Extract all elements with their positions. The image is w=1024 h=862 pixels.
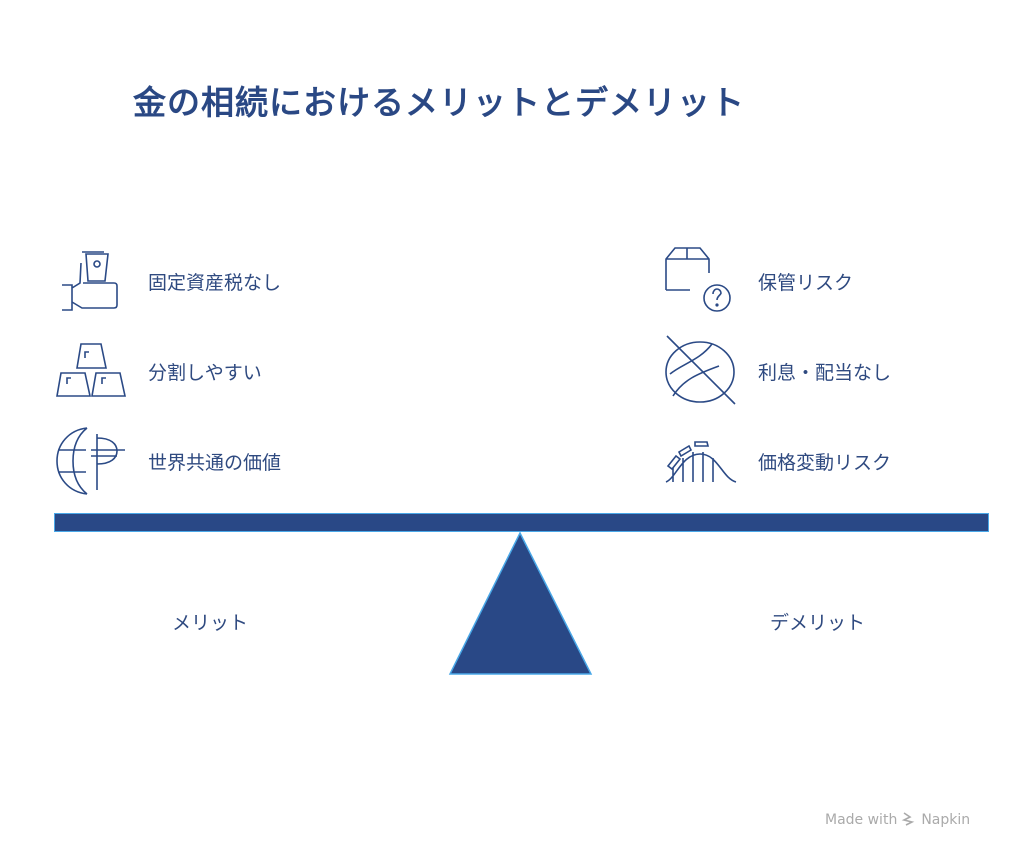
hand-holding-card-icon: [62, 251, 118, 311]
demerit-item-price-volatility: 価格変動リスク: [665, 424, 985, 494]
no-leaf-icon: [665, 335, 736, 405]
merits-side-label: メリット: [172, 612, 249, 634]
merit-label: 固定資産税なし: [148, 272, 282, 294]
demerit-item-no-interest: 利息・配当なし: [665, 334, 985, 405]
merit-label: 分割しやすい: [148, 362, 262, 384]
napkin-credit: Made with Napkin: [825, 811, 970, 828]
demerit-label: 価格変動リスク: [758, 452, 892, 474]
seesaw-fulcrum: [448, 531, 593, 675]
demerits-side-label: デメリット: [770, 612, 866, 634]
page-title: 金の相続におけるメリットとデメリット: [133, 83, 745, 122]
box-question-icon: [665, 247, 731, 312]
demerit-label: 利息・配当なし: [758, 362, 892, 384]
seesaw-beam: [54, 513, 989, 532]
merit-item-divisible: 分割しやすい: [55, 334, 375, 404]
gold-bars-icon: [56, 343, 126, 397]
merit-label: 世界共通の価値: [148, 452, 282, 474]
globe-currency-icon: [56, 427, 125, 495]
roller-coaster-icon: [665, 441, 737, 483]
credit-brand: Napkin: [921, 812, 971, 828]
merit-item-global-value: 世界共通の価値: [55, 424, 375, 495]
demerit-label: 保管リスク: [758, 272, 854, 294]
napkin-logo-icon: [902, 812, 915, 826]
merit-item-tax: 固定資産税なし: [55, 244, 375, 314]
demerit-item-storage: 保管リスク: [665, 244, 985, 314]
credit-prefix: Made with: [825, 812, 898, 828]
